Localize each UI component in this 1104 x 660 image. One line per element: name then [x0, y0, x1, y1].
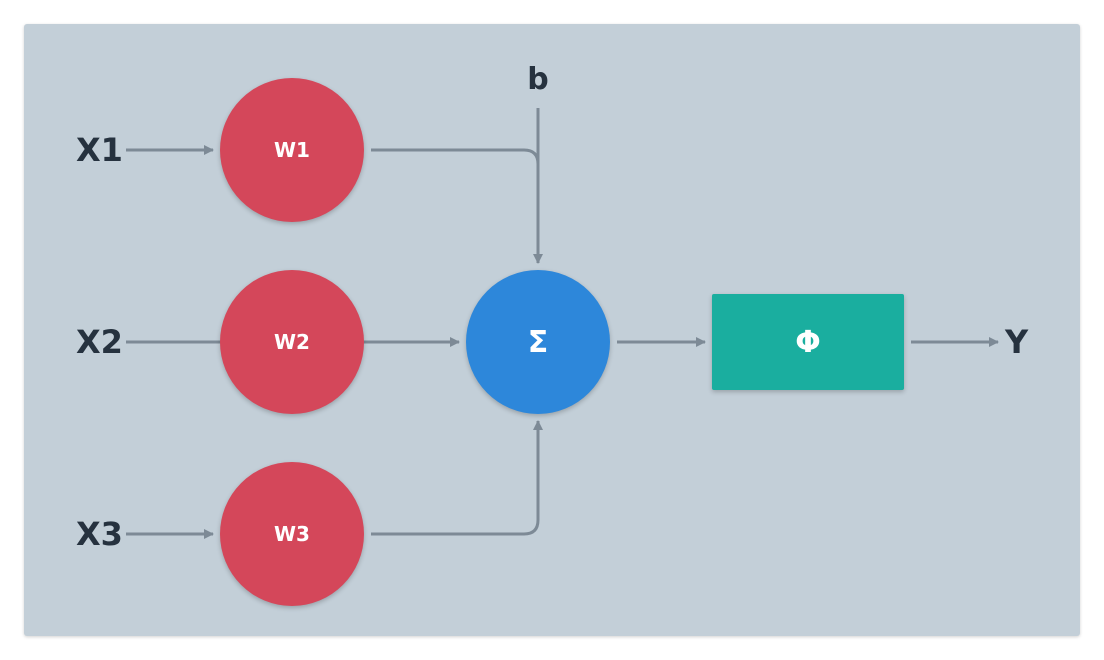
input-label-x1: X1 [76, 131, 123, 169]
input-label-x2: X2 [76, 323, 123, 361]
weight-label-w3: W3 [274, 522, 310, 546]
bias-label: b [527, 62, 549, 97]
weight-label-w1: W1 [274, 138, 310, 162]
summation-symbol: Σ [527, 324, 549, 360]
output-label: Y [1005, 323, 1029, 361]
weight-node-w3: W3 [220, 462, 364, 606]
weight-label-w2: W2 [274, 330, 310, 354]
weight-node-w1: W1 [220, 78, 364, 222]
input-label-x3: X3 [76, 515, 123, 553]
activation-symbol: Φ [795, 324, 821, 360]
edge-w1-sum [371, 148, 540, 165]
edge-w3-sum [371, 420, 543, 536]
summation-node: Σ [466, 270, 610, 414]
weight-node-w2: W2 [220, 270, 364, 414]
activation-box: Φ [712, 294, 904, 390]
